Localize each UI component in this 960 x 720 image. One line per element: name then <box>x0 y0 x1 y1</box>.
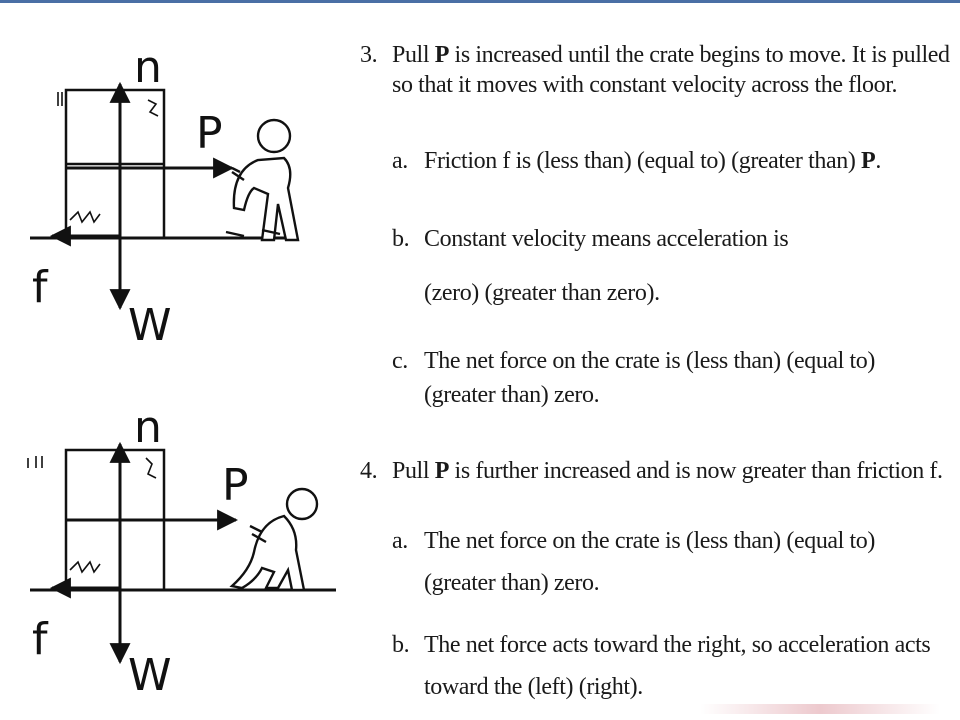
top-border <box>0 0 960 3</box>
person-figure <box>225 118 300 242</box>
question-4-number: 4. <box>360 458 378 484</box>
label-p: P <box>196 108 223 159</box>
friction-hatch <box>57 92 159 224</box>
label-n: n <box>134 42 162 93</box>
label-w: W <box>128 300 172 351</box>
question-4-text: Pull P is further increased and is now g… <box>392 458 943 484</box>
bottom-smudge <box>700 704 940 714</box>
label-f: f <box>32 614 49 665</box>
label-f: f <box>32 262 49 313</box>
question-3-text: Pull P is increased until the crate begi… <box>392 42 950 98</box>
force-diagram-1: n P f W <box>30 42 300 351</box>
friction-hatch <box>27 456 157 574</box>
person-figure <box>229 487 319 592</box>
force-diagram-2: n P f W <box>27 402 336 701</box>
label-p: P <box>222 460 249 511</box>
question-3-number: 3. <box>360 42 378 68</box>
label-n: n <box>134 402 162 453</box>
label-w: W <box>128 650 172 701</box>
